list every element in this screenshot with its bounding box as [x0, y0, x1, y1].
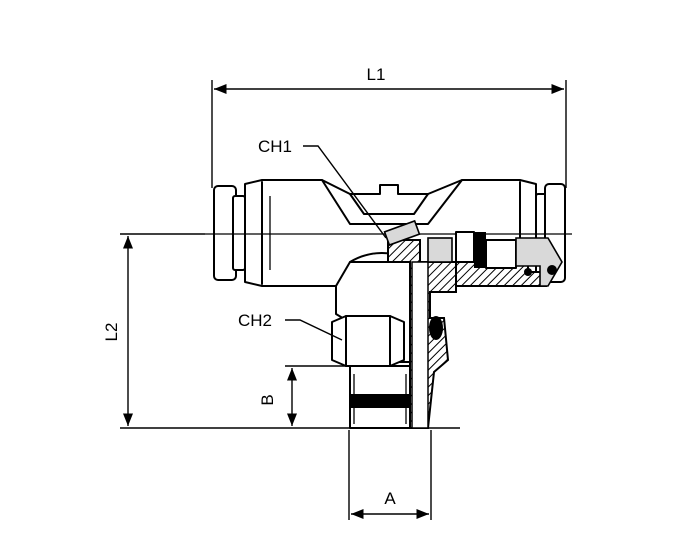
- section-view: [383, 219, 563, 429]
- thread-band: [350, 394, 410, 408]
- hex-ch2: [331, 315, 405, 367]
- l1-label: L1: [367, 65, 386, 84]
- tee-fitting: [205, 179, 572, 429]
- b-label: B: [258, 394, 277, 405]
- ch1-callout: CH1: [258, 137, 387, 239]
- a-label: A: [384, 489, 396, 508]
- ch1-label: CH1: [258, 137, 292, 156]
- dimension-l1: L1: [211, 65, 567, 188]
- l2-label: L2: [102, 323, 121, 342]
- dimension-b: B: [258, 365, 352, 426]
- dimension-a: A: [348, 430, 432, 520]
- ch2-callout: CH2: [238, 311, 343, 341]
- ch2-label: CH2: [238, 311, 272, 330]
